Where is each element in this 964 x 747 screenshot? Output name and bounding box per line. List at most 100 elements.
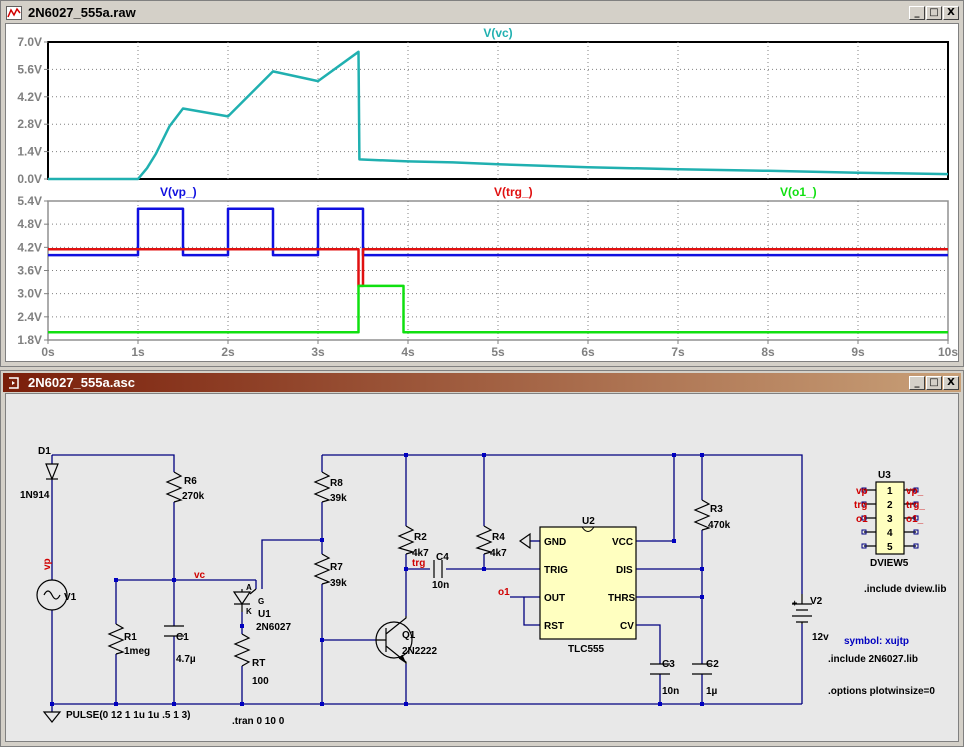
c1-ref: C1 [176,632,189,643]
waveform-icon [6,5,22,20]
u1-put-symbol[interactable] [232,591,252,606]
v2-battery-symbol[interactable] [792,594,812,624]
rt-symbol[interactable] [233,633,251,667]
x-tick-label: 2s [221,345,235,359]
net-label-vc[interactable]: vc [194,570,206,581]
y-tick-label: 4.2V [17,240,42,254]
y-tick-label: 5.4V [17,194,42,208]
maximize-button[interactable]: □ [926,375,942,390]
r8-value: 39k [330,493,347,504]
c3-symbol[interactable] [650,663,670,675]
trace-v-vp[interactable] [48,207,948,257]
r4-symbol[interactable] [475,525,494,555]
v1-source-symbol[interactable] [36,579,68,611]
u1-value: 2N6027 [256,622,291,633]
c1-symbol[interactable] [164,625,184,637]
y-tick-label: 3.0V [17,287,42,301]
r7-symbol[interactable] [313,553,331,585]
x-tick-label: 8s [761,345,775,359]
net-label-trg[interactable]: trg [412,558,425,569]
y-tick-label: 7.0V [17,35,42,49]
pin-rst: RST [544,621,564,632]
diode-d1-symbol[interactable] [45,463,59,481]
dview-pin-3: 3 [887,514,893,525]
x-tick-label: 9s [851,345,865,359]
r8-symbol[interactable] [313,471,331,503]
r2-value: 4k7 [412,548,429,559]
plot-pane-2[interactable] [47,200,949,341]
plot-window-title: 2N6027_555a.raw [28,5,136,20]
v1-ref: V1 [64,592,77,603]
trace-legend-label[interactable]: V(vp_) [160,185,197,199]
net-label-o1[interactable]: o1 [498,587,510,598]
r1-symbol[interactable] [107,623,125,655]
y-tick-label: 4.2V [17,90,42,104]
dview-out-vp: vp_ [906,486,924,497]
maximize-button[interactable]: □ [926,5,942,20]
pin-trig: TRIG [544,565,568,576]
dview-in-o1: o1 [856,514,868,525]
c4-symbol[interactable] [433,560,443,578]
trace-v-o1[interactable] [48,284,948,334]
trace-legend-label[interactable]: V(trg_) [494,185,533,199]
directive-symbol[interactable]: symbol: xujtp [844,636,909,647]
u3-ref: U3 [878,470,891,481]
trace-legend-label[interactable]: V(vc) [483,26,512,40]
pin-vcc: VCC [612,537,633,548]
directive-include-2n6027[interactable]: .include 2N6027.lib [828,654,918,665]
y-tick-label: 2.8V [17,117,42,131]
r8-ref: R8 [330,478,343,489]
r3-symbol[interactable] [693,499,711,531]
directive-options[interactable]: .options plotwinsize=0 [828,686,935,697]
x-tick-label: 3s [311,345,325,359]
r4-value: 4k7 [490,548,507,559]
net-label-vp[interactable]: vp [42,558,53,570]
r3-value: 470k [708,520,731,531]
u3-dview-body[interactable] [875,481,905,555]
schematic-drawing[interactable]: D1 1N914 V1 PULSE(0 12 1 1u 1u .5 1 3) R… [6,394,959,742]
minimize-button[interactable]: _ [909,5,925,20]
minimize-button[interactable]: _ [909,375,925,390]
trace-v-vc[interactable] [48,50,949,181]
u2-ref: U2 [582,516,595,527]
schematic-window-titlebar[interactable]: 2N6027_555a.asc _ □ X [3,373,961,392]
q1-value: 2N2222 [402,646,437,657]
dview-pin-4: 4 [887,528,893,539]
pin-dis: DIS [616,565,633,576]
dview-pin-5: 5 [887,542,893,553]
trace-legend-label[interactable]: V(o1_) [780,185,817,199]
v2-value: 12v [812,632,829,643]
r7-value: 39k [330,578,347,589]
y-tick-label: 1.4V [17,145,42,159]
d1-value: 1N914 [20,490,50,501]
c2-value: 1µ [706,686,718,697]
rt-ref: RT [252,658,265,669]
r6-symbol[interactable] [165,471,183,503]
schematic-window-title: 2N6027_555a.asc [28,375,135,390]
v2-plus-mark: + [792,598,797,608]
dview-in-trg: trg [854,500,867,511]
junctions [50,453,704,706]
plot-window-titlebar[interactable]: 2N6027_555a.raw _ □ X [3,3,961,22]
r7-ref: R7 [330,562,343,573]
directive-tran[interactable]: .tran 0 10 0 [232,716,285,727]
dview-pin-1: 1 [887,486,893,497]
directive-include-dview[interactable]: .include dview.lib [864,584,946,595]
u2-value: TLC555 [568,644,605,655]
close-button[interactable]: X [943,5,959,20]
u3-value: DVIEW5 [870,558,909,569]
schematic-canvas[interactable]: D1 1N914 V1 PULSE(0 12 1 1u 1u .5 1 3) R… [5,393,959,742]
dview-in-vp: vp [856,486,868,497]
dview-out-trg: trg_ [906,500,925,511]
r2-symbol[interactable] [397,525,416,555]
close-button[interactable]: X [943,375,959,390]
pin-out: OUT [544,593,565,604]
u2-555-body[interactable] [539,526,637,640]
q1-ref: Q1 [402,630,416,641]
x-tick-label: 0s [41,345,55,359]
v1-value: PULSE(0 12 1 1u 1u .5 1 3) [66,710,191,721]
c2-symbol[interactable] [692,663,712,675]
